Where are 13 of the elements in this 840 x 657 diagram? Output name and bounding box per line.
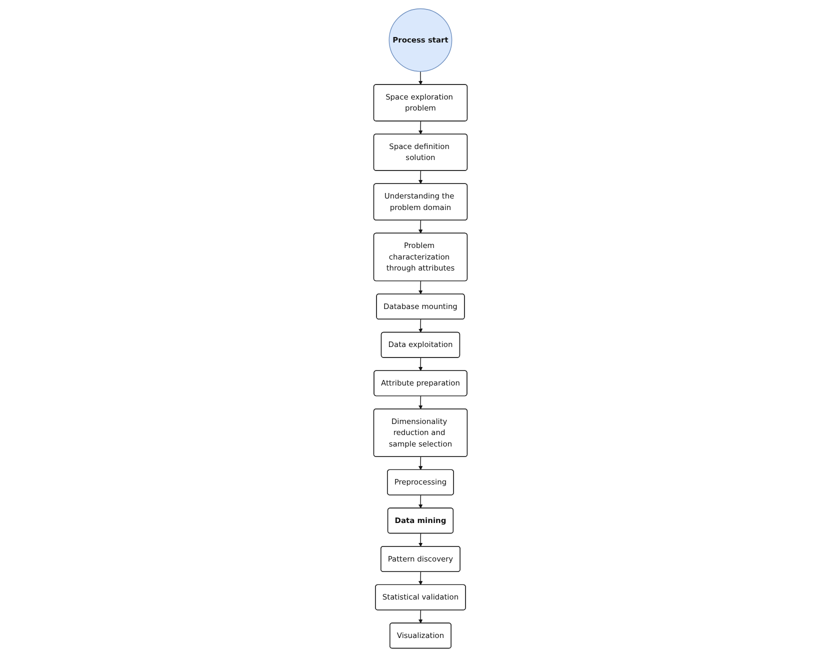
arrow — [418, 456, 422, 470]
arrow — [418, 494, 422, 508]
arrow — [418, 220, 422, 234]
arrow — [418, 396, 422, 410]
arrow — [418, 610, 422, 624]
arrow — [418, 280, 422, 294]
arrow — [418, 170, 422, 184]
arrow — [418, 533, 422, 547]
arrow — [418, 71, 422, 85]
arrow — [418, 571, 422, 586]
arrow — [418, 357, 422, 371]
arrow — [418, 120, 422, 134]
arrow — [418, 319, 422, 333]
